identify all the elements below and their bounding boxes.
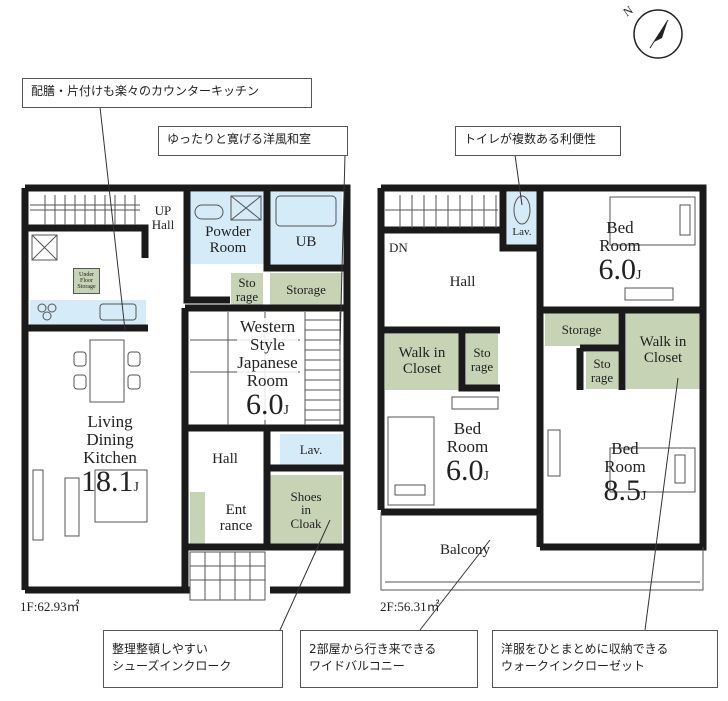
bedroom-2-size: 6.0J bbox=[446, 453, 489, 487]
down-stairs-label: DN bbox=[389, 240, 408, 255]
ldk-size-value: 18.1 bbox=[81, 464, 134, 498]
bedroom-1: Bed Room 6.0J bbox=[575, 212, 665, 292]
japanese-room-size-value: 6.0 bbox=[246, 387, 284, 421]
bedroom-1-label: Bed Room bbox=[599, 218, 641, 255]
bedroom-2-label: Bed Room bbox=[446, 419, 489, 456]
under-floor-label: Under Floor Storage bbox=[77, 271, 96, 291]
japanese-room-label: Western Style Japanese Room bbox=[237, 317, 298, 390]
lav-2f-label: Lav. bbox=[512, 226, 532, 239]
unit: J bbox=[133, 479, 139, 495]
powder-room-label: Powder Room bbox=[205, 224, 251, 256]
entrance-label: Ent rance bbox=[219, 502, 253, 534]
under-floor-storage: Under Floor Storage bbox=[73, 268, 100, 294]
callout-kitchen: 配膳・片付けも楽々のカウンターキッチン bbox=[22, 78, 312, 108]
shoes-in-cloak: Shoes in Cloak bbox=[270, 475, 342, 545]
ldk-label: Living Dining Kitchen bbox=[83, 412, 137, 467]
bedroom-1-size-value: 6.0 bbox=[598, 252, 637, 286]
ub-label: UB bbox=[295, 234, 317, 251]
bedroom-3: Bed Room 8.5J bbox=[580, 432, 670, 514]
callout-toilets: トイレが複数ある利便性 bbox=[455, 126, 621, 156]
floor2-area: 2F:56.31㎡ bbox=[380, 599, 440, 614]
storage-small-left: Sto rage bbox=[466, 334, 498, 386]
bedroom-3-size-value: 8.5 bbox=[603, 473, 642, 507]
bedroom-1-size: 6.0J bbox=[598, 252, 642, 286]
entrance: Ent rance bbox=[207, 495, 265, 543]
up-hall-label: UP Hall bbox=[151, 203, 175, 232]
storage-2f: Storage bbox=[545, 313, 618, 346]
storage-small-label: Sto rage bbox=[235, 274, 259, 304]
wic-right-label: Walk in Closet bbox=[639, 334, 687, 366]
callout-leaders bbox=[99, 106, 679, 631]
lav-label: Lav. bbox=[299, 441, 323, 457]
stairs-1f bbox=[30, 195, 140, 225]
callout-japanese-room: ゆったりと寛げる洋風和室 bbox=[158, 126, 348, 156]
hall-1f: Hall bbox=[190, 440, 260, 480]
storage-small-left-label: Sto rage bbox=[470, 345, 494, 374]
compass: N bbox=[620, 3, 684, 60]
balcony-label: Balcony bbox=[440, 541, 490, 558]
hall-2f: Hall bbox=[420, 268, 505, 298]
ldk-size: 18.1J bbox=[81, 464, 139, 498]
hall-2f-label: Hall bbox=[449, 274, 476, 291]
walk-in-closet-left: Walk in Closet bbox=[385, 334, 459, 390]
bedroom-3-size: 8.5J bbox=[603, 473, 647, 507]
bedroom-3-label: Bed Room bbox=[604, 439, 646, 476]
storage-2f-label: Storage bbox=[561, 321, 602, 337]
bedroom-2: Bed Room 6.0J bbox=[425, 412, 510, 494]
up-hall: UP Hall bbox=[145, 198, 181, 238]
unit: J bbox=[636, 267, 642, 283]
storage-1f: Storage bbox=[270, 273, 342, 306]
balcony: Balcony bbox=[410, 538, 520, 563]
ldk: Living Dining Kitchen 18.1J bbox=[50, 405, 170, 505]
bedroom-2-size-value: 6.0 bbox=[446, 453, 484, 487]
callout-balcony: 2部屋から行き来できる ワイドバルコニー bbox=[300, 630, 478, 688]
unit: J bbox=[483, 468, 489, 484]
callout-shoes-cloak: 整理整頓しやすい シューズインクローク bbox=[103, 630, 283, 688]
floor1-area: 1F:62.93㎡ bbox=[20, 599, 80, 614]
storage-label: Storage bbox=[286, 281, 326, 297]
shoes-cloak-label: Shoes in Cloak bbox=[290, 488, 322, 531]
unit: J bbox=[641, 488, 647, 504]
storage-small-1f: Sto rage bbox=[231, 273, 263, 306]
storage-small-right-label: Sto rage bbox=[590, 355, 614, 385]
callout-walk-in-closet: 洋服をひとまとめに収納できる ウォークインクローゼット bbox=[492, 630, 718, 688]
hall-1f-label: Hall bbox=[212, 451, 238, 468]
japanese-room-size: 6.0J bbox=[246, 387, 289, 421]
wic-left-label: Walk in Closet bbox=[398, 345, 446, 377]
powder-room: Powder Room bbox=[190, 192, 266, 264]
lav-1f: Lav. bbox=[280, 434, 342, 465]
japanese-room: Western Style Japanese Room 6.0J bbox=[215, 314, 320, 424]
walk-in-closet-right: Walk in Closet bbox=[626, 313, 700, 389]
storage-small-right: Sto rage bbox=[586, 352, 618, 389]
unit: J bbox=[283, 402, 289, 418]
entrance-step bbox=[190, 492, 205, 545]
compass-icon bbox=[633, 9, 683, 59]
lav-2f: Lav. bbox=[507, 192, 537, 246]
unit-bath: UB bbox=[270, 192, 342, 264]
